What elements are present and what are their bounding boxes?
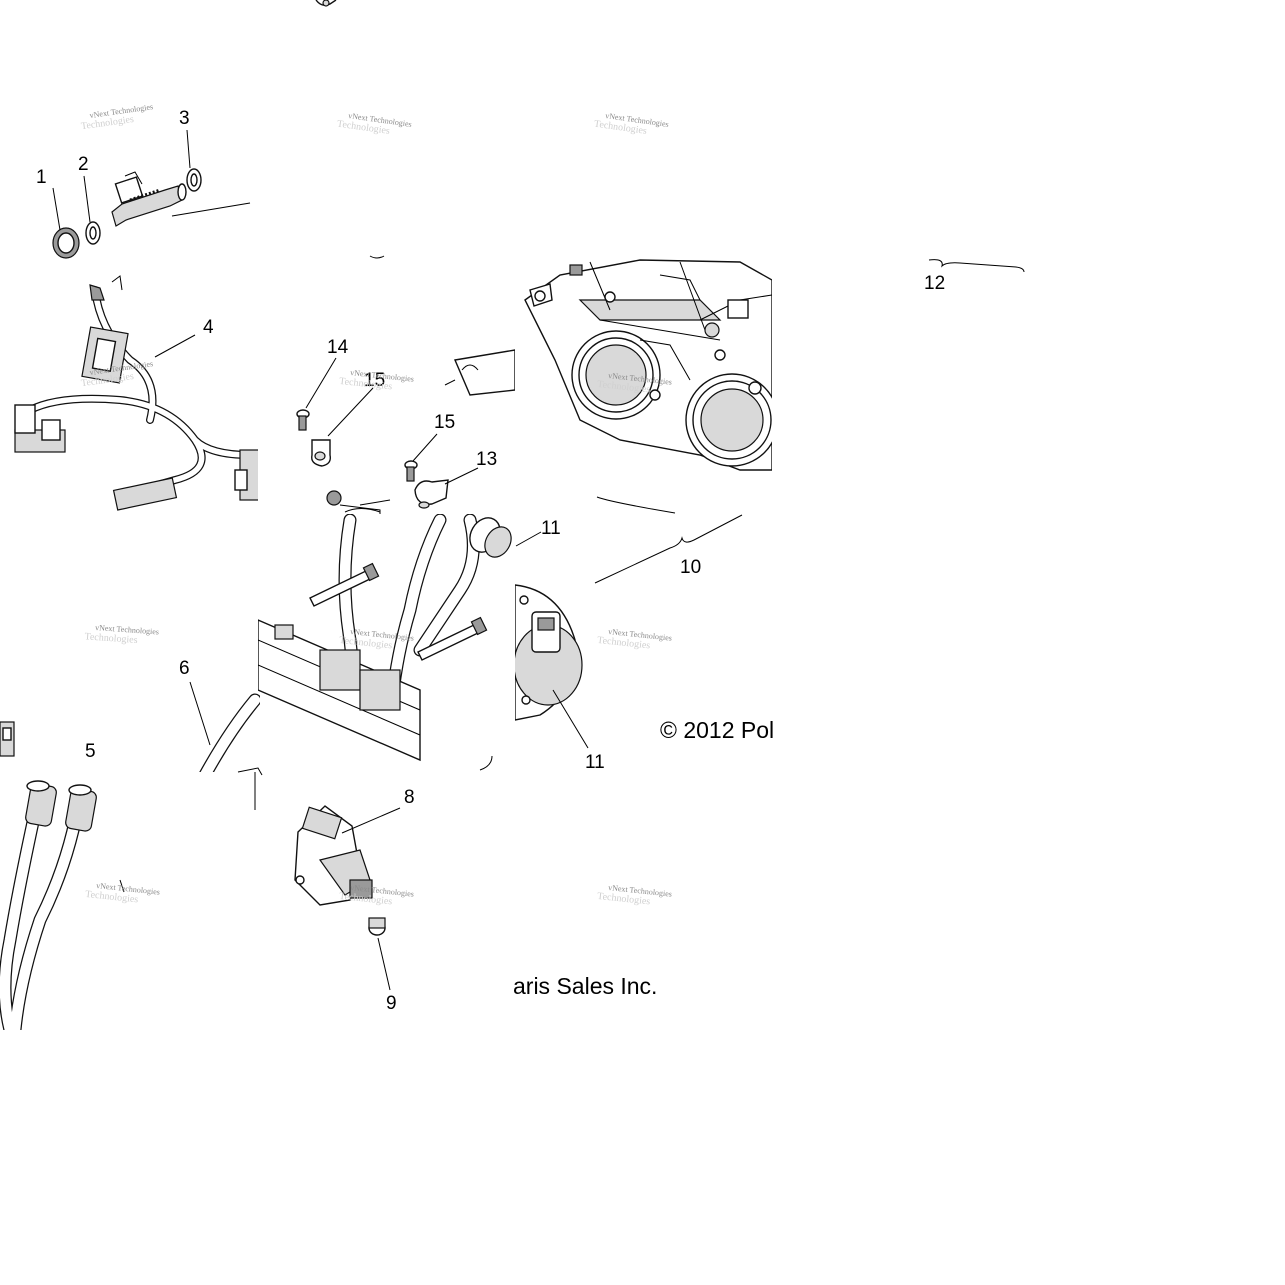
callout-9: 9 <box>386 993 397 1014</box>
callout-3: 3 <box>179 108 190 129</box>
fuel-injector <box>111 171 187 227</box>
part-16-clamp <box>311 439 332 467</box>
connector-fragment-left <box>0 721 15 757</box>
part-15-screw-b <box>404 460 418 482</box>
tile-wiring-harness: 4 <box>14 275 258 511</box>
part-15-screw <box>296 409 310 431</box>
part-fragment-top <box>315 0 337 7</box>
callout-1: 1 <box>36 167 47 188</box>
tile-hose-5: 5 <box>0 741 256 1030</box>
callout-15: 14 <box>327 337 349 358</box>
part-2-o-ring <box>85 221 101 245</box>
part-3-o-ring <box>186 168 202 192</box>
copyright-left-fragment: © 2012 Pol <box>660 717 774 743</box>
tile-fuel-rail: 11 <box>258 514 561 771</box>
callout-5: 5 <box>85 741 96 762</box>
tile-throttle-body: 10 12 <box>524 259 1025 584</box>
callout-15-second: 15 <box>434 412 455 433</box>
callout-12: 12 <box>924 273 945 294</box>
tile-clips-screws: 14 15 15 13 <box>296 337 515 514</box>
callout-14: 13 <box>476 449 497 470</box>
callout-6: 6 <box>179 658 190 679</box>
callout-16: 15 <box>364 370 385 391</box>
watermark-ghost: Technologies <box>84 631 138 646</box>
callout-8: 8 <box>404 787 415 808</box>
callout-2: 2 <box>78 154 89 175</box>
watermark: vNext Technologies <box>95 623 159 636</box>
part-9-screw <box>368 917 386 936</box>
part-fragment-mid <box>369 255 385 259</box>
watermarks: Technologies vNext Technologies Technolo… <box>80 102 672 907</box>
copyright-mask <box>773 710 803 750</box>
copyright-right-fragment: aris Sales Inc. <box>513 973 657 999</box>
part-1-seal-ring <box>52 227 80 259</box>
callout-4: 4 <box>203 317 214 338</box>
part-8-sensor <box>294 805 373 906</box>
tile-map-sensor: 8 9 <box>294 787 415 1014</box>
callout-13: 11 <box>541 518 561 539</box>
tile-sensor: 11 <box>515 584 605 773</box>
callout-10: 10 <box>680 557 701 578</box>
callout-11: 11 <box>585 752 605 773</box>
tile-injector-group: 1 2 3 <box>36 108 251 259</box>
part-14-clamp <box>414 479 449 509</box>
tile-hose-6: 6 <box>179 658 263 776</box>
